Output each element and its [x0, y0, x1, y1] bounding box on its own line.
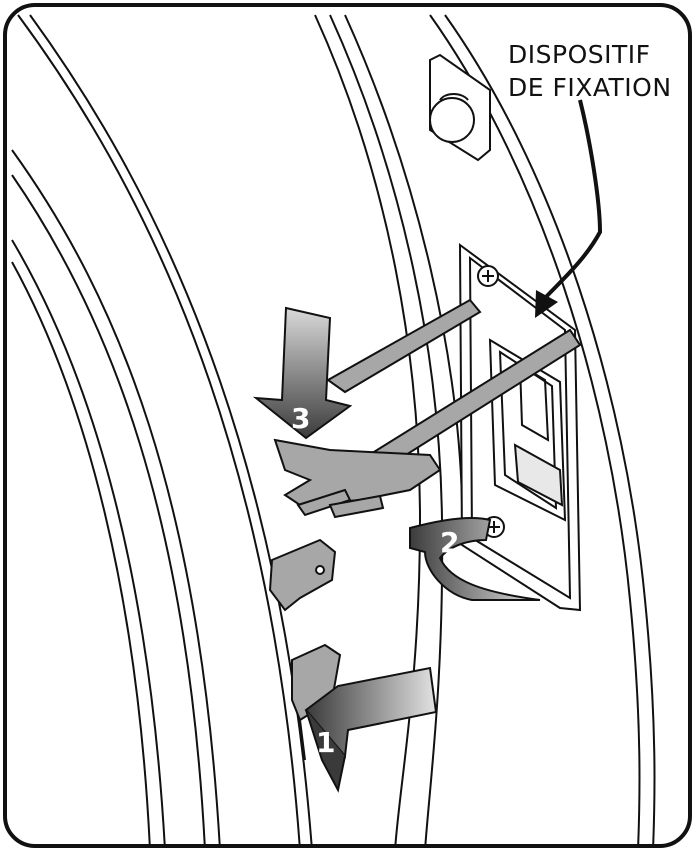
door-curve-left-outer: [17, 14, 301, 845]
callout-label: DISPOSITIF DE FIXATION: [508, 38, 688, 104]
upper-knob: [429, 97, 475, 143]
cabinet-edge-right: [429, 14, 641, 845]
arrow-step-1: 1: [304, 666, 438, 793]
door-curve-left-inner: [11, 149, 221, 845]
arrow-step-2: 2: [409, 517, 541, 601]
callout-line-2: DE FIXATION: [508, 73, 672, 102]
callout-line-1: DISPOSITIF: [508, 40, 651, 69]
diagram-border: [3, 3, 692, 848]
arrow-step-3: 3: [252, 306, 353, 440]
step-1-label: 1: [316, 726, 335, 759]
hinge-upper: [268, 538, 337, 612]
step-3-label: 3: [291, 402, 310, 435]
callout-pointer: [535, 99, 603, 318]
door-edge-middle: [314, 14, 422, 845]
step-2-label: 2: [440, 526, 459, 559]
door-latch-hook: [273, 298, 582, 519]
